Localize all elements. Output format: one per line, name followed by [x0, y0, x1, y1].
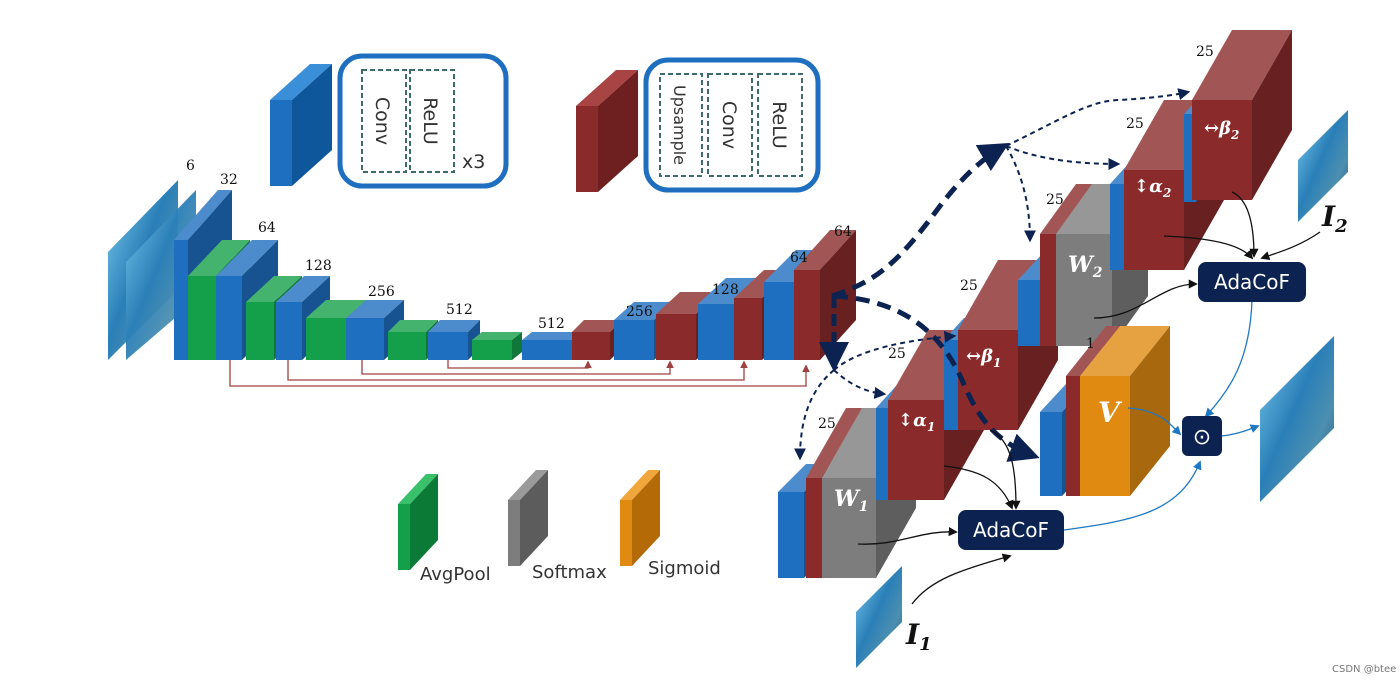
legend-uprelu-text: ReLU	[768, 101, 790, 149]
flow-to-beta2	[1005, 88, 1191, 147]
alpha2-to-adacof2	[1163, 235, 1254, 260]
enc-ch-64: 64	[258, 220, 276, 236]
legend-avgpool: AvgPool	[398, 474, 491, 585]
input-frame-front	[126, 190, 196, 360]
adacof2-to-combine	[1204, 299, 1253, 418]
w2-channels: 25	[1046, 192, 1064, 208]
skip-connection-256	[361, 360, 674, 375]
beta1-to-adacof1	[989, 429, 1021, 510]
i2-label: I2	[1321, 200, 1348, 237]
v-sigmoid	[1080, 326, 1170, 496]
alpha2-symbol: ↕α2	[1134, 176, 1171, 200]
legend-conv-block: Conv ReLU x3	[270, 53, 509, 189]
adacof-2-label: AdaCoF	[1214, 270, 1290, 294]
legend-repeat-text: x3	[462, 151, 485, 173]
adacof-1-label: AdaCoF	[973, 518, 1049, 542]
legend-softmax: Softmax	[508, 470, 607, 583]
skip-connection-128	[287, 360, 748, 381]
hadamard-symbol: ⊙	[1193, 425, 1211, 450]
legend-upconv-text: Conv	[718, 101, 740, 149]
w2-to-adacof2	[1093, 279, 1198, 319]
beta1-symbol: ↔β1	[966, 346, 1001, 370]
watermark: CSDN @btee	[1332, 664, 1396, 675]
adacof-2: AdaCoF	[1198, 262, 1306, 302]
adacof1-to-combine	[1063, 460, 1202, 531]
legend-sigmoid: Sigmoid	[620, 470, 721, 579]
beta2-up	[1192, 30, 1292, 200]
beta2-symbol: ↔β2	[1204, 118, 1239, 142]
w1-to-adacof1	[857, 527, 958, 545]
dec-ch-64b: 64	[834, 224, 852, 240]
flow-to-alpha2	[1005, 145, 1121, 170]
v-to-combine	[1127, 407, 1182, 436]
alpha1-to-adacof1	[943, 465, 1014, 510]
enc-ch-512: 512	[446, 302, 473, 318]
legend-relu-text: ReLU	[419, 97, 441, 145]
frame-i1	[856, 566, 902, 668]
dec-ch-64a: 64	[790, 250, 808, 266]
legend-upsample-block: Upsample Conv ReLU	[576, 57, 821, 193]
flow-to-branch2	[831, 142, 1010, 299]
v-symbol: V	[1098, 396, 1123, 429]
adacof-1: AdaCoF	[958, 510, 1064, 550]
flow-to-alpha1	[833, 369, 887, 399]
enc-ch-128: 128	[305, 258, 332, 274]
i1-label: I1	[905, 618, 932, 655]
alpha1-symbol: ↕α1	[898, 410, 935, 434]
alpha2-channels: 25	[1126, 116, 1144, 132]
hadamard-product: ⊙	[1182, 416, 1222, 456]
encoder	[174, 190, 856, 360]
dec-ch-512: 512	[538, 316, 565, 332]
v-channels: 1	[1086, 336, 1095, 352]
legend-upsample-text: Upsample	[670, 85, 689, 165]
legend-softmax-text: Softmax	[532, 562, 607, 583]
legend-avgpool-text: AvgPool	[420, 564, 491, 585]
input-frames	[108, 180, 196, 360]
skip-connections	[229, 360, 810, 387]
w1-channels: 25	[818, 416, 836, 432]
combine-to-output	[1221, 424, 1260, 437]
output-frame	[1260, 336, 1334, 502]
alpha1-channels: 25	[888, 346, 906, 362]
legend-conv-text: Conv	[371, 97, 393, 145]
skip-connection-512	[447, 360, 592, 369]
enc-ch-256: 256	[368, 284, 395, 300]
beta2-to-adacof2	[1231, 191, 1259, 258]
frame-i2	[1298, 110, 1348, 222]
dec-ch-128: 128	[712, 282, 739, 298]
legend-sigmoid-text: Sigmoid	[648, 558, 721, 579]
skip-connection-64	[229, 360, 810, 387]
flow-to-w2	[1005, 145, 1036, 243]
enc-pool-bottleneck	[472, 332, 522, 360]
prediction-heads	[778, 30, 1292, 578]
flow-arrows	[794, 88, 1321, 605]
flow-to-w1	[794, 369, 835, 461]
i2-to-adacof2	[1260, 231, 1321, 261]
beta2-channels: 25	[1196, 44, 1214, 60]
flow-to-beta1	[833, 330, 957, 371]
enc-ch-6: 6	[186, 158, 195, 174]
w1-symbol: W1	[834, 486, 868, 515]
dec-ch-256: 256	[626, 304, 653, 320]
i1-to-adacof1	[911, 553, 1012, 605]
beta1-channels: 25	[960, 278, 978, 294]
w2-symbol: W2	[1068, 252, 1103, 281]
enc-ch-32: 32	[220, 172, 238, 188]
